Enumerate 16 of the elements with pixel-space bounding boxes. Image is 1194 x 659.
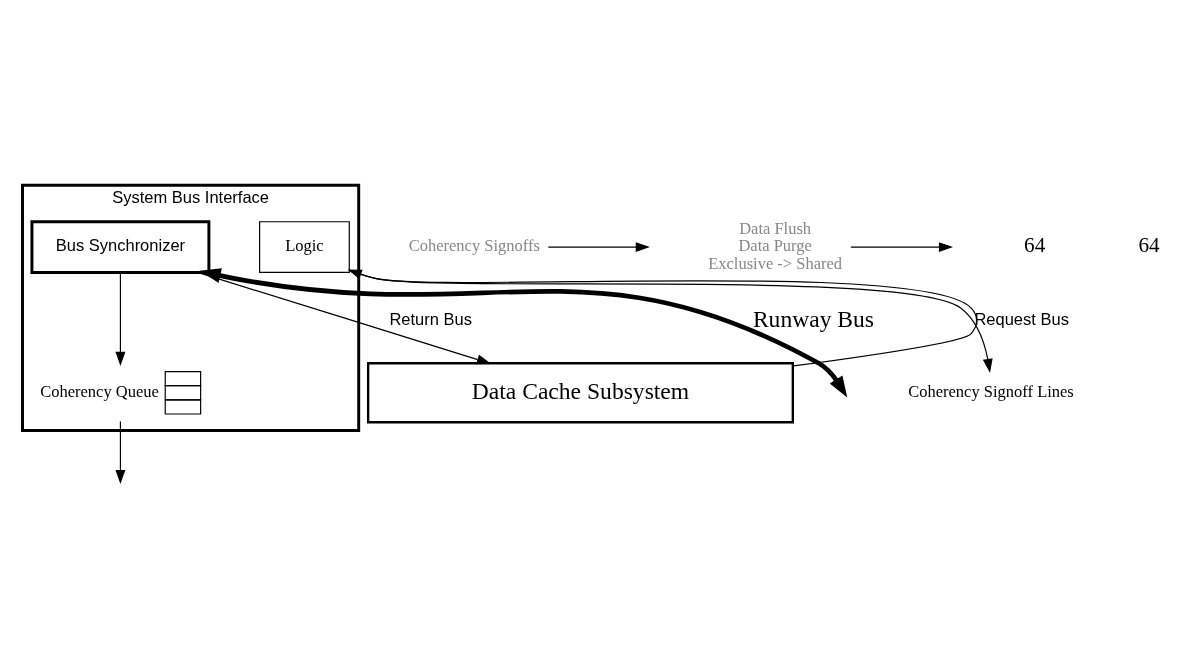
node-box: Logic [259, 221, 350, 274]
arrow [850, 242, 954, 253]
node-text: Coherency Signoff Lines [908, 382, 1074, 402]
arrow [115, 272, 126, 366]
edge-label: Runway Bus [752, 305, 875, 332]
node-text: Data Flush Data Purge Exclusive -> Shared [708, 218, 843, 274]
arrow [547, 242, 650, 253]
label: 64 [1138, 233, 1160, 258]
edge-label: Return Bus [389, 310, 472, 329]
node-box: Bus Synchronizer [30, 220, 211, 274]
node-label: Coherency Queue [40, 382, 159, 402]
node-box: Data Cache Subsystem [366, 362, 794, 424]
arrow [115, 420, 126, 485]
arrow [199, 268, 848, 398]
label: 64 [1024, 233, 1046, 258]
node-text: Coherency Signoffs [408, 236, 540, 256]
